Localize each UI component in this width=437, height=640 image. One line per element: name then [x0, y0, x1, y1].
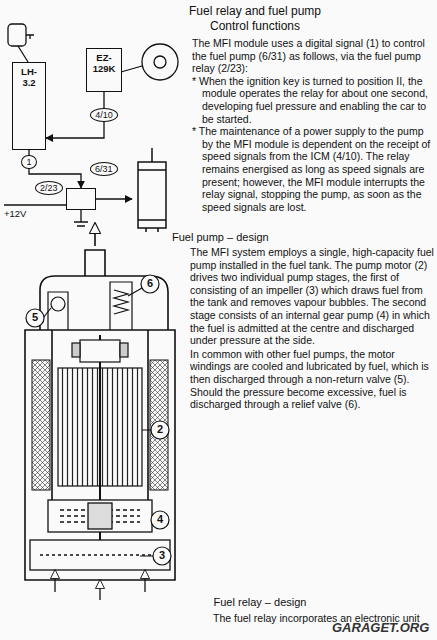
ignition-key [18, 46, 28, 62]
signal-number: 1 [21, 155, 36, 169]
callout-number: 5 [27, 311, 43, 324]
distributor [142, 44, 178, 80]
magnet [32, 360, 50, 490]
ignition-key [8, 24, 26, 46]
armature [120, 343, 128, 357]
magnet [150, 360, 168, 490]
pump-housing [85, 250, 105, 276]
impeller [99, 584, 100, 600]
relay-box: 2/23 [66, 188, 96, 210]
impeller [30, 540, 170, 600]
reference-number: 6/31 [90, 162, 118, 176]
text-column: The MFI module uses a digital signal (1)… [192, 37, 434, 213]
relief-valve [114, 290, 128, 314]
armature [72, 343, 80, 357]
pump-outline [132, 148, 172, 232]
pump-outline [138, 148, 166, 232]
distributor [121, 44, 178, 80]
impeller [54, 574, 55, 592]
page-title: Fuel relay and fuel pump [150, 4, 360, 18]
pump-housing [40, 276, 168, 330]
impeller [144, 574, 145, 592]
distributor [121, 66, 142, 72]
gear-pump [48, 500, 152, 532]
supply-wire [74, 210, 88, 226]
text-column: The MFI system employs a single, high-ca… [190, 246, 434, 411]
ignition-key [8, 24, 34, 62]
callout-circle [43, 288, 153, 556]
body-text: The MFI system employs a single, high-ca… [190, 246, 434, 347]
distributor [154, 56, 166, 68]
section-heading: Control functions [150, 19, 360, 33]
body-text: The MFI module uses a digital signal (1)… [192, 37, 434, 75]
pump-housing [25, 330, 175, 580]
bullet-text: * The maintenance of a power supply to t… [192, 125, 434, 213]
supply-wire [4, 204, 66, 205]
non-return-valve [48, 292, 68, 330]
callout-circle [151, 421, 169, 439]
gear-pump [48, 500, 152, 532]
pump-housing [94, 228, 96, 246]
fuel-pump: 6/31 [132, 148, 172, 232]
callout-number: 3 [154, 549, 170, 562]
callout-number: 2 [152, 423, 168, 436]
signal-wire [96, 198, 132, 199]
non-return-valve [51, 297, 65, 311]
body-text: In common with other fuel pumps, the mot… [190, 348, 434, 411]
gear-pump [88, 503, 112, 529]
control-module: LH-3.2 [12, 62, 46, 150]
module-name: LH-3.2 [13, 63, 45, 93]
impeller [30, 540, 170, 570]
bullet-text: * When the ignition key is turned to pos… [192, 75, 434, 125]
voltage-label: +12V [4, 208, 34, 219]
callout-circle [141, 275, 159, 293]
watermark: GARAGET.ORG [332, 620, 436, 636]
callout-circle [153, 547, 171, 565]
ignition-module: EZ-129K [86, 48, 122, 92]
callout-number: 4 [152, 513, 168, 526]
callout-circle [151, 511, 169, 529]
relief-valve [110, 282, 132, 330]
reference-number: 2/23 [35, 181, 63, 195]
signal-number: 4/10 [90, 108, 118, 122]
section-heading: Fuel relay – design [150, 596, 370, 609]
relief-valve [110, 282, 132, 330]
module-name: EZ-129K [87, 49, 121, 79]
armature [80, 340, 120, 362]
pump-housing [25, 228, 175, 580]
callout-circle [26, 309, 44, 327]
section-heading: Fuel pump – design [172, 231, 372, 244]
callout-circle [26, 275, 171, 565]
ignition-key [26, 35, 34, 39]
callout-number: 6 [142, 277, 158, 290]
non-return-valve [48, 292, 68, 330]
